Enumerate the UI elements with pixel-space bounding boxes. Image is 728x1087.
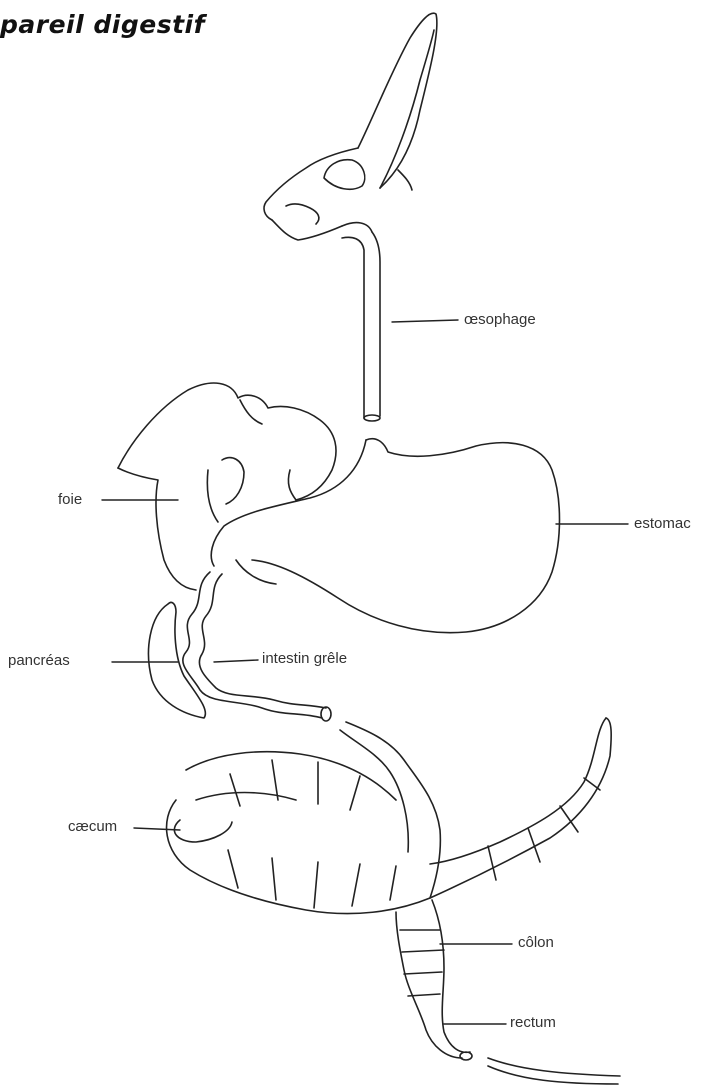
stomach bbox=[211, 439, 559, 633]
label-caecum: cæcum bbox=[68, 818, 117, 835]
label-intestin-grele: intestin grêle bbox=[262, 650, 347, 667]
label-oesophage: œsophage bbox=[464, 311, 536, 328]
rectum-exit bbox=[488, 1058, 620, 1084]
label-pancreas: pancréas bbox=[8, 652, 70, 669]
leader-lines bbox=[102, 320, 628, 1024]
label-rectum: rectum bbox=[510, 1014, 556, 1031]
large-intestine bbox=[167, 718, 612, 1060]
label-foie: foie bbox=[58, 491, 82, 508]
label-colon: côlon bbox=[518, 934, 554, 951]
rabbit-head bbox=[264, 13, 437, 240]
label-estomac: estomac bbox=[634, 515, 691, 532]
liver bbox=[118, 383, 336, 590]
small-intestine bbox=[183, 572, 331, 721]
oesophagus bbox=[342, 232, 380, 421]
pancreas bbox=[149, 602, 206, 718]
